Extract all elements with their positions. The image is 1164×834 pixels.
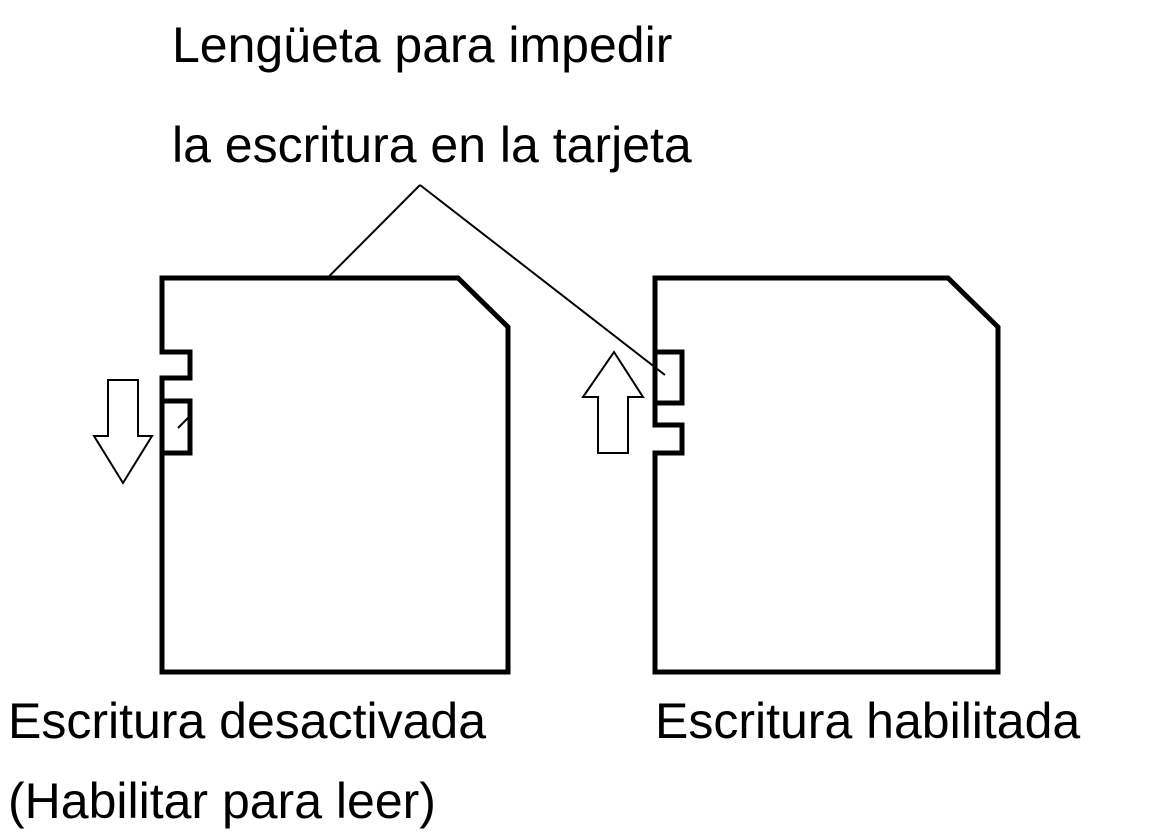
down-arrow-icon bbox=[92, 379, 154, 485]
leader-line-right bbox=[419, 184, 666, 376]
caption-write-disabled: Escritura desactivada bbox=[8, 693, 487, 749]
up-arrow-icon bbox=[581, 350, 645, 454]
sd-card-right-outline bbox=[652, 275, 1001, 675]
callout-title-line-2: la escritura en la tarjeta bbox=[172, 117, 692, 173]
sd-card-left bbox=[159, 275, 511, 675]
callout-title-line-1: Lengüeta para impedir bbox=[172, 17, 673, 73]
caption-write-enabled: Escritura habilitada bbox=[655, 693, 1081, 749]
sd-card-left-outline bbox=[159, 275, 511, 675]
sd-card-right bbox=[652, 275, 1001, 675]
caption-read-only-note: (Habilitar para leer) bbox=[8, 773, 436, 829]
